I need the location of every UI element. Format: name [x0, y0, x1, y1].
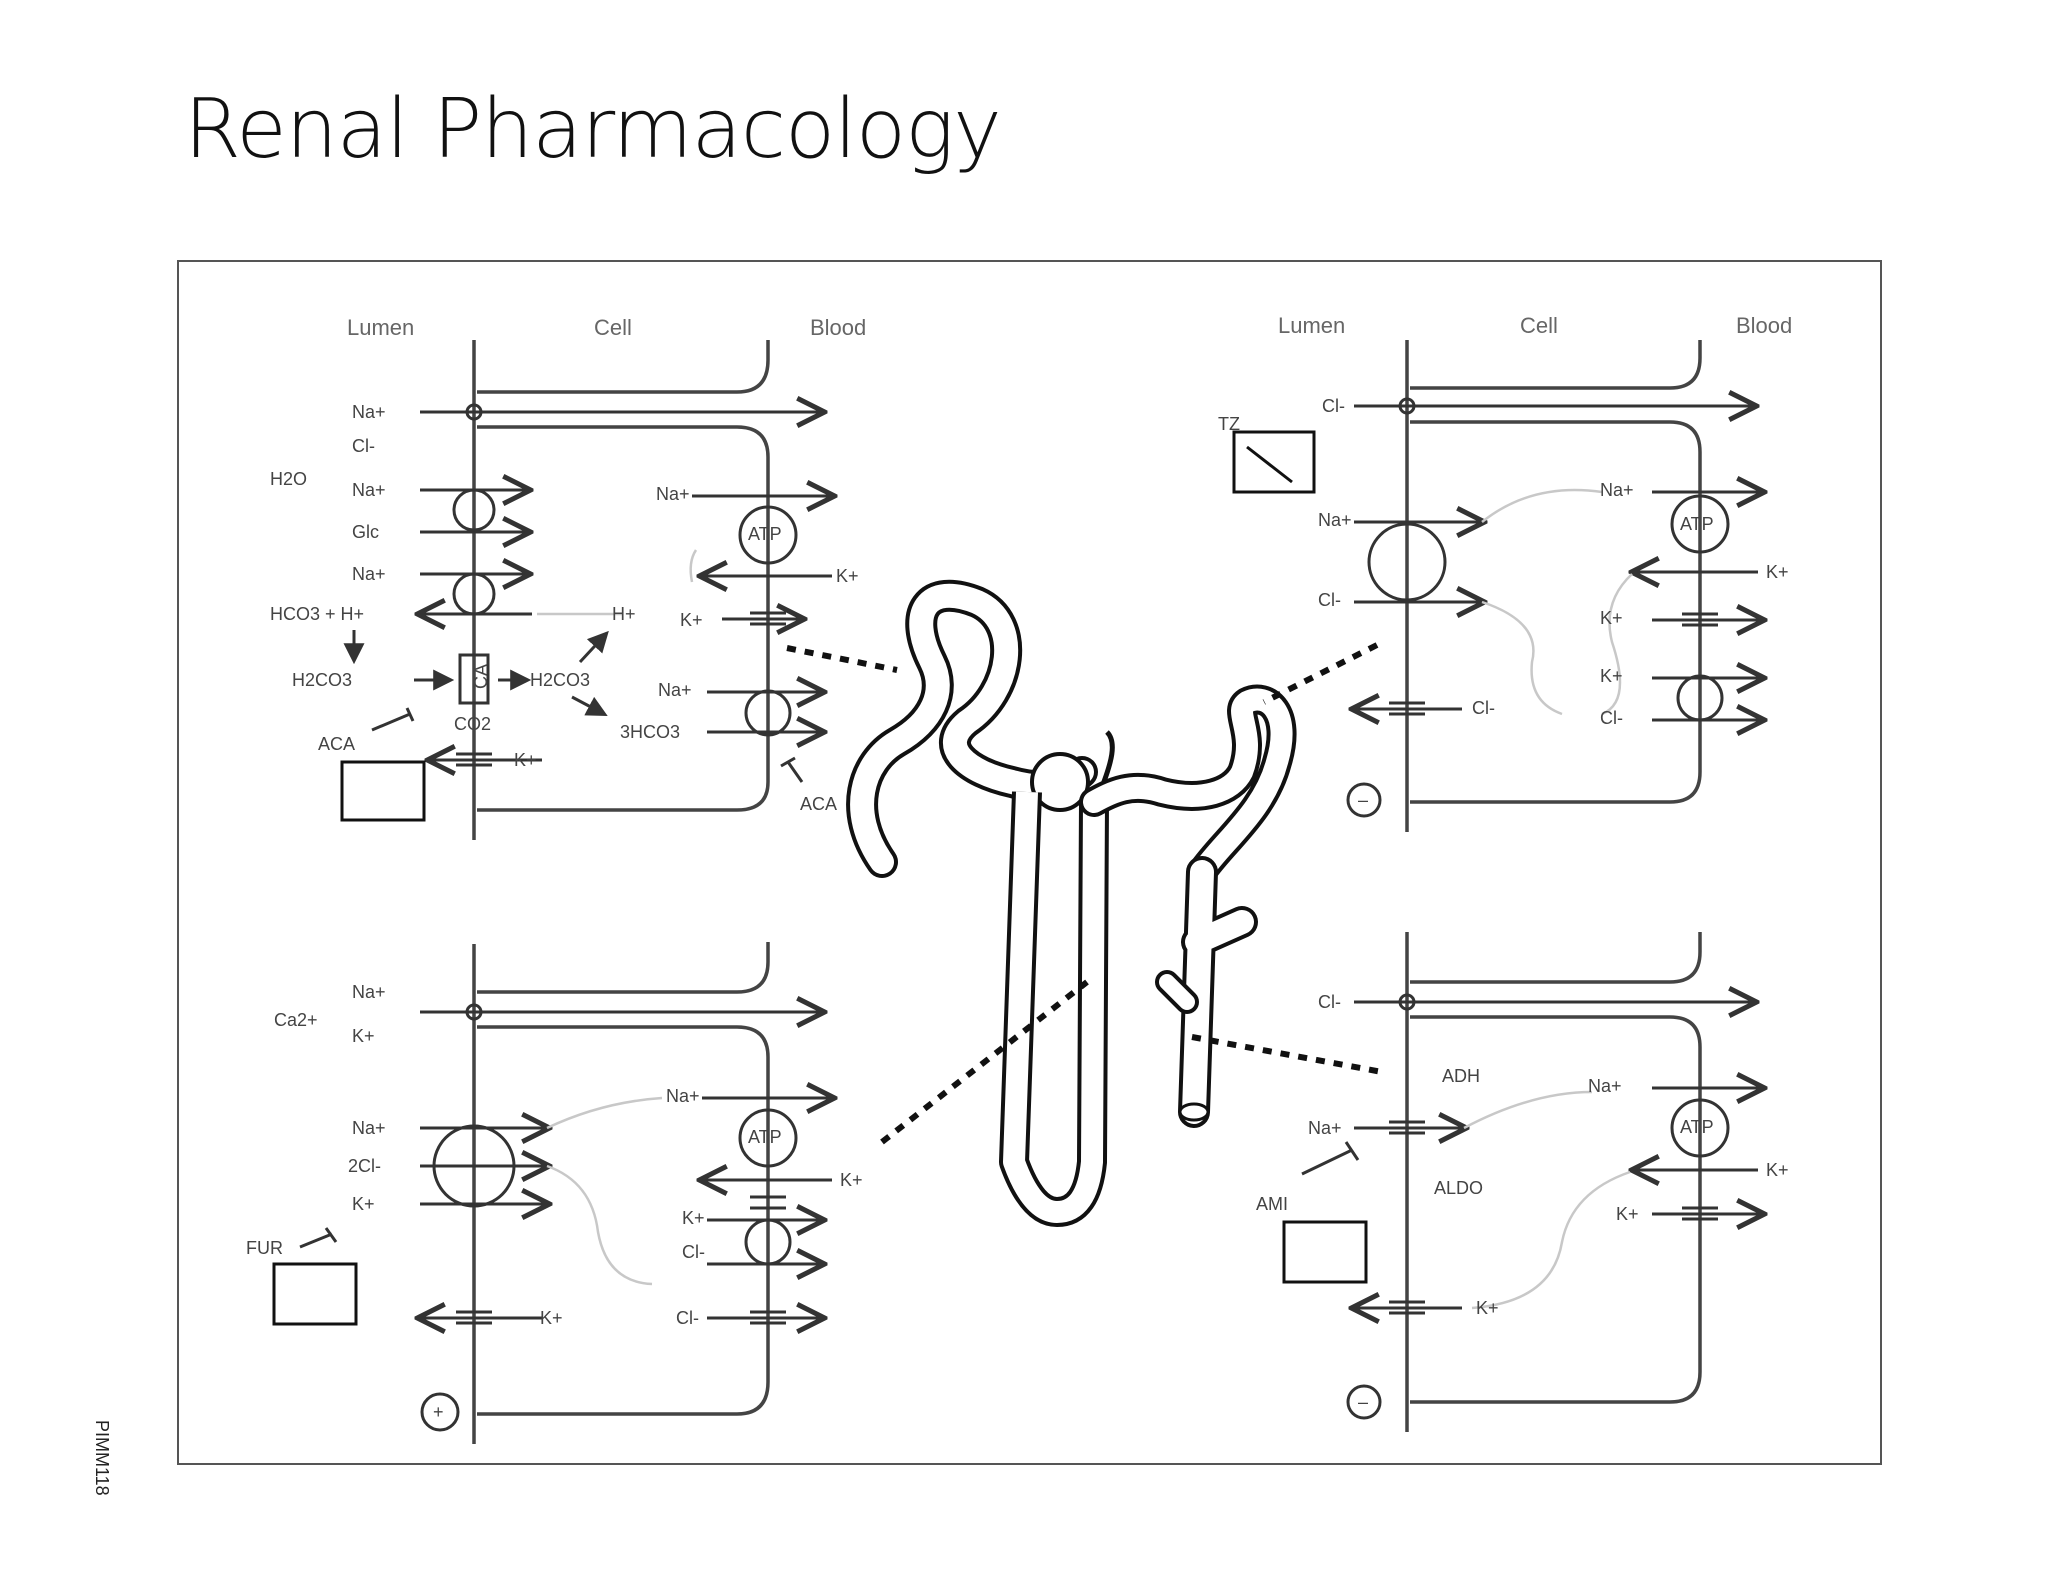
ion-k: K+ — [1766, 1160, 1789, 1180]
ion-ca: Ca2+ — [274, 1010, 318, 1030]
ion-na: Na+ — [352, 1118, 386, 1138]
header-cell: Cell — [594, 315, 632, 340]
transporters — [432, 1003, 798, 1325]
ion-na: Na+ — [1308, 1118, 1342, 1138]
header-lumen: Lumen — [1278, 313, 1345, 338]
charge-indicator — [420, 1392, 460, 1432]
ion-2cl: 2Cl- — [348, 1156, 381, 1176]
charge-sign: – — [1358, 790, 1368, 810]
enzyme-ca: CA — [471, 664, 491, 689]
transport-arrows — [343, 412, 832, 783]
ion-cl: Cl- — [682, 1242, 705, 1262]
drug-aca: ACA — [318, 734, 355, 754]
nephron-illustration — [786, 579, 1383, 1227]
nephron-diagram: Lumen Cell Blood — [246, 313, 1792, 1444]
ion-k: K+ — [1600, 666, 1623, 686]
ion-cl: Cl- — [1472, 698, 1495, 718]
header-blood: Blood — [810, 315, 866, 340]
ion-na: Na+ — [352, 480, 386, 500]
transporters — [1389, 993, 1730, 1315]
ion-na: Na+ — [352, 564, 386, 584]
ion-hco3-h: HCO3 + H+ — [270, 604, 364, 624]
cell-membranes — [1405, 340, 1702, 832]
atp-pump: ATP — [1680, 1117, 1714, 1137]
drug-ami: AMI — [1256, 1194, 1288, 1214]
drug-blank-box-tz[interactable] — [1232, 430, 1316, 494]
ion-na: Na+ — [666, 1086, 700, 1106]
cell-membranes — [472, 942, 770, 1444]
charge-sign: + — [433, 1402, 444, 1422]
ion-na: Na+ — [1588, 1076, 1622, 1096]
ion-h2o: H2O — [270, 469, 307, 489]
charge-indicator — [1346, 782, 1382, 818]
panel-distal-tubule: Lumen Cell Blood — [1218, 313, 1792, 832]
ion-k: K+ — [836, 566, 859, 586]
ion-na: Na+ — [1318, 510, 1352, 530]
ion-cl: Cl- — [1600, 708, 1623, 728]
ion-na: Na+ — [352, 402, 386, 422]
hormone-adh: ADH — [1442, 1066, 1480, 1086]
ion-h: H+ — [612, 604, 636, 624]
ion-co2: CO2 — [454, 714, 491, 734]
distal-convoluted-tubule — [1079, 684, 1297, 887]
ion-h2co3-left: H2CO3 — [292, 670, 352, 690]
connector-lines — [786, 642, 1383, 1145]
panel-proximal-tubule: Lumen Cell Blood — [270, 315, 866, 840]
ion-cl: Cl- — [352, 436, 375, 456]
hormone-aldo: ALDO — [1434, 1178, 1483, 1198]
transporters — [452, 403, 798, 767]
slide-title: Renal Pharmacology — [184, 82, 1002, 177]
charge-sign: – — [1358, 1392, 1368, 1412]
transport-arrows — [1301, 1002, 1762, 1308]
drug-tz: TZ — [1218, 414, 1240, 434]
ion-na: Na+ — [658, 680, 692, 700]
drug-fur: FUR — [246, 1238, 283, 1258]
ion-na: Na+ — [656, 484, 690, 504]
collecting-duct — [1155, 856, 1258, 1128]
panel-loop-of-henle: Na+ Ca2+ K+ Na+ 2Cl- K+ FUR K+ Na+ ATP K… — [246, 942, 863, 1444]
ion-k: K+ — [1766, 562, 1789, 582]
loop-of-henle — [999, 791, 1109, 1227]
ion-cl: Cl- — [1318, 590, 1341, 610]
ion-k: K+ — [682, 1208, 705, 1228]
transport-arrows — [1354, 406, 1762, 720]
atp-pump: ATP — [1680, 514, 1714, 534]
drug-blank-box-fur[interactable] — [272, 1262, 358, 1326]
transporters — [1367, 397, 1730, 722]
ion-cl: Cl- — [1318, 992, 1341, 1012]
ion-k: K+ — [352, 1194, 375, 1214]
ion-k: K+ — [840, 1170, 863, 1190]
ion-na: Na+ — [352, 982, 386, 1002]
ion-k: K+ — [352, 1026, 375, 1046]
ion-k: K+ — [1616, 1204, 1639, 1224]
charge-indicator — [1346, 1384, 1382, 1420]
ion-cl: Cl- — [676, 1308, 699, 1328]
ion-h2co3-right: H2CO3 — [530, 670, 590, 690]
header-blood: Blood — [1736, 313, 1792, 338]
ion-k: K+ — [680, 610, 703, 630]
ion-k: K+ — [1600, 608, 1623, 628]
drug-aca: ACA — [800, 794, 837, 814]
glomerulus — [1030, 730, 1115, 812]
ion-3hco3: 3HCO3 — [620, 722, 680, 742]
atp-pump: ATP — [748, 524, 782, 544]
side-code-label: PIMM118 — [92, 1420, 112, 1496]
ion-cl: Cl- — [1322, 396, 1345, 416]
nephron-figure: Lumen Cell Blood — [177, 260, 1882, 1465]
ion-k: K+ — [1476, 1298, 1499, 1318]
atp-pump: ATP — [748, 1127, 782, 1147]
ion-k: K+ — [514, 750, 537, 770]
proximal-convoluted-tubule — [846, 579, 1098, 878]
drug-blank-box-aca[interactable] — [340, 760, 426, 822]
drug-blank-box-ami[interactable] — [1282, 1220, 1368, 1284]
ion-glc: Glc — [352, 522, 379, 542]
panel-collecting-duct: Cl- ADH Na+ AMI ALDO K+ Na+ ATP K+ K+ – — [1256, 932, 1789, 1432]
header-cell: Cell — [1520, 313, 1558, 338]
ion-na: Na+ — [1600, 480, 1634, 500]
ion-k: K+ — [540, 1308, 563, 1328]
header-lumen: Lumen — [347, 315, 414, 340]
